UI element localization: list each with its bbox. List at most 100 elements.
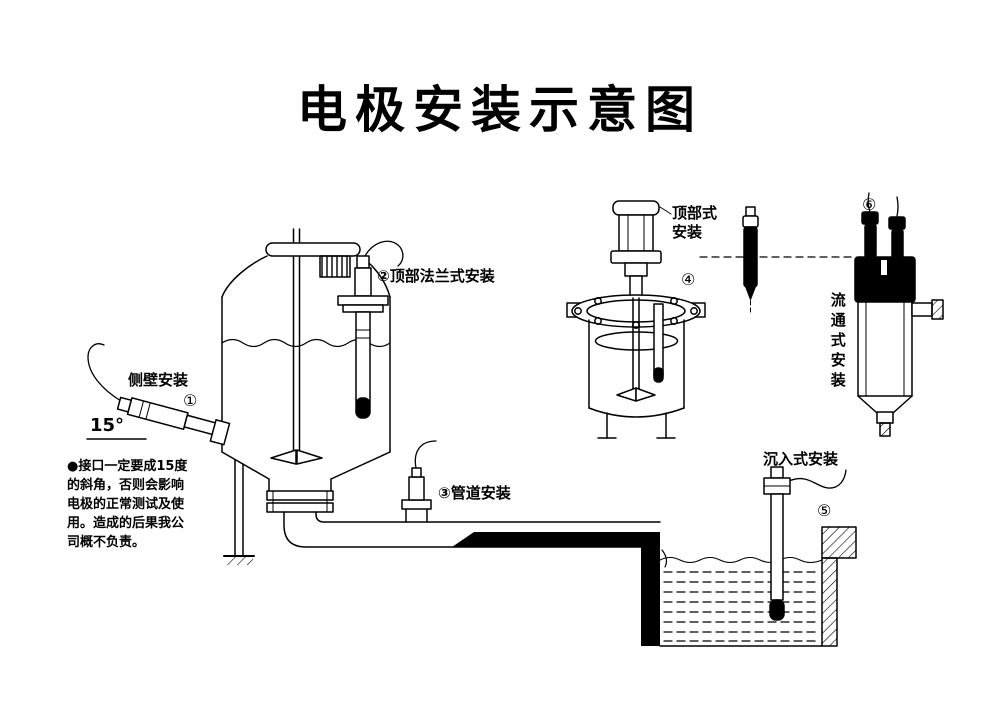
- tee-cap: [401, 499, 432, 510]
- outlet-pipe: [911, 302, 933, 317]
- mounting-flange-lower: [342, 304, 384, 313]
- body-band: [145, 402, 151, 420]
- label-angle-15deg: 15°: [90, 415, 125, 436]
- motor-body: [618, 214, 654, 252]
- number-side-wall: ①: [183, 391, 198, 410]
- lid-bolt: [594, 297, 602, 305]
- ground-hatch: [226, 557, 253, 565]
- electrode-cable: [362, 240, 404, 267]
- impeller-blade: [616, 387, 637, 402]
- cable-right: [896, 196, 899, 217]
- electrode-cable: [87, 343, 122, 402]
- lid-bolt: [594, 317, 602, 325]
- label-top-type: 顶部式 安装: [672, 204, 718, 241]
- electrode-body: [743, 226, 758, 288]
- electrode-tip: [769, 599, 785, 621]
- cell-body: [857, 301, 913, 397]
- standalone-electrode: [699, 206, 857, 313]
- connector-left-body: [864, 223, 877, 259]
- warning-line: 司概不负责。: [67, 535, 146, 550]
- drop-wall: [641, 547, 660, 646]
- tank-top-flange: [265, 242, 361, 257]
- electrode-body: [126, 397, 189, 431]
- flow-cell: [854, 192, 944, 437]
- installed-electrode-tip: [653, 367, 664, 383]
- electrode-tip: [744, 284, 757, 301]
- body-band: [138, 400, 145, 418]
- wall-boss: [209, 419, 231, 446]
- tank-shoulder-left: [221, 255, 268, 298]
- electrode-tube: [770, 493, 784, 601]
- page-title: 电极安装示意图: [297, 80, 703, 139]
- electrode-cable: [414, 440, 437, 469]
- label-top-flange: ②顶部法兰式安装: [377, 267, 495, 286]
- lid-bolt: [670, 317, 678, 325]
- pit-right-wall: [821, 557, 838, 647]
- side-wall-electrode: [86, 343, 231, 446]
- vessel-bottom: [588, 407, 685, 418]
- cell-taper: [892, 395, 913, 414]
- wall-boss-body: [209, 419, 231, 446]
- lid-bolt: [690, 307, 698, 315]
- number-pipeline: ③: [438, 484, 451, 502]
- label-submerged: 沉入式安装: [763, 450, 839, 468]
- vessel-liquid-surface: [594, 331, 679, 351]
- electrode-cap: [356, 255, 370, 269]
- electrode-cap: [742, 215, 759, 228]
- top-mount-vessel: [566, 200, 706, 439]
- number-flow-through: ⑥: [862, 195, 877, 214]
- bottom-flange-lower: [266, 502, 334, 513]
- pipeline-electrode: [401, 440, 437, 523]
- pipe-dark-band: [452, 532, 660, 547]
- bottom-flange-upper: [266, 490, 334, 501]
- impeller-blade: [270, 449, 297, 465]
- drain-pit: [659, 526, 857, 647]
- impeller-blade: [635, 387, 656, 402]
- motor-base: [610, 250, 662, 264]
- pipe-inner-edge: [315, 511, 661, 523]
- label-flow-through: 流通式安装: [828, 292, 847, 392]
- pipe-outer-edge: [283, 511, 642, 548]
- electrode-tube: [355, 311, 371, 403]
- number-top-type: ④: [681, 270, 696, 289]
- label-top-flange-text: 顶部法兰式安装: [389, 267, 495, 285]
- top-flange-electrode: [337, 240, 404, 419]
- label-leader: [659, 206, 672, 215]
- cable-left: [867, 192, 871, 213]
- number-submerged: ⑤: [817, 501, 832, 520]
- motor-cap: [612, 200, 660, 216]
- lid-bolt: [670, 297, 678, 305]
- electrode-top-nub: [745, 206, 756, 217]
- number-top-flange: ②: [377, 267, 390, 285]
- electrode-tip: [355, 397, 371, 419]
- warning-line: 用。造成的后果我公: [67, 516, 185, 531]
- tank-cone-left: [221, 451, 270, 480]
- warning-note: ●接口一定要成15度 的斜角，否则会影响 电极的正常测试及使 用。造成的后果我公…: [67, 457, 197, 552]
- lid-bolt: [574, 307, 582, 315]
- warning-line: 电极的正常测试及使: [67, 497, 185, 512]
- cell-taper: [857, 395, 878, 414]
- label-side-wall: 侧壁安装: [128, 371, 189, 389]
- electrode-cap: [411, 467, 422, 478]
- mounting-flange: [337, 295, 389, 306]
- reaction-tank: [221, 228, 391, 565]
- shaft-housing: [624, 262, 648, 277]
- electrode-body: [408, 476, 425, 501]
- pipeline: [283, 511, 668, 646]
- water-cascade: [661, 549, 668, 568]
- impeller-blade: [296, 449, 323, 465]
- angled-electrode: [116, 396, 218, 436]
- electrode-nose: [183, 414, 218, 436]
- outlet-fitting: [931, 299, 944, 320]
- connector-right-body: [891, 228, 904, 260]
- manifold-slot: [881, 260, 887, 275]
- electrode-cable: [788, 469, 847, 489]
- label-pipeline: ③管道安装: [438, 484, 511, 503]
- gland-block: [319, 255, 351, 278]
- submerged-electrode: [763, 466, 847, 621]
- installed-electrode: [653, 303, 664, 377]
- inlet-neck: [876, 411, 894, 424]
- pit-water-surface: [659, 556, 823, 564]
- tank-cone-right: [330, 451, 391, 480]
